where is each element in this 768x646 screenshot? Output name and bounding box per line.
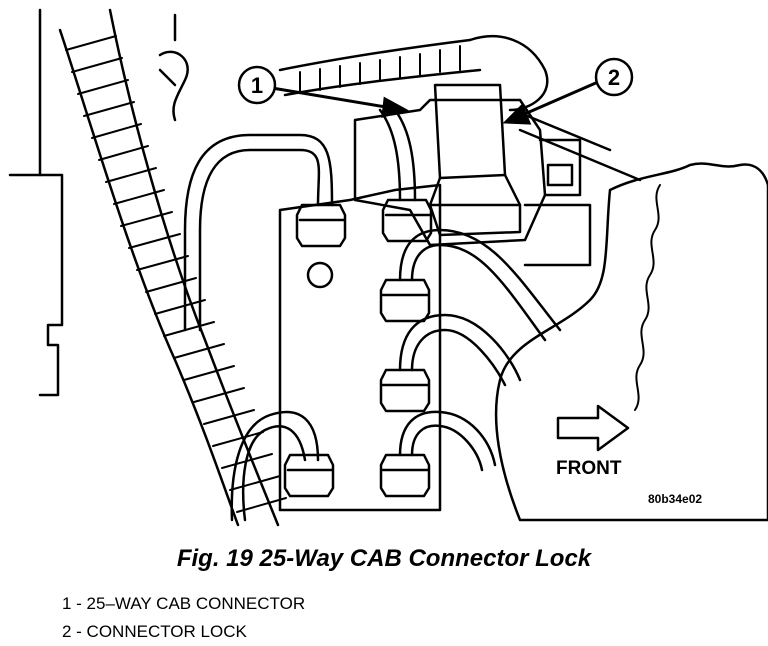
right-casting — [494, 162, 768, 522]
mounting-hole — [306, 261, 334, 289]
hcu-body — [278, 183, 442, 512]
callout-1-leader — [271, 86, 393, 110]
wire-loom — [58, 8, 287, 527]
callout-2-arrowhead — [502, 103, 532, 125]
figure-caption: Fig. 19 25-Way CAB Connector Lock — [176, 545, 592, 572]
callout-legend: 1 - 25–WAY CAB CONNECTOR 2 - CONNECTOR L… — [62, 590, 305, 646]
front-arrow-icon — [556, 404, 630, 452]
callout-1: 1 — [237, 65, 277, 105]
callout-2-leader — [519, 80, 599, 118]
small-cable — [158, 50, 189, 122]
left-frame-edge — [38, 8, 64, 397]
brake-lines — [183, 108, 562, 522]
svg-text:1: 1 — [251, 73, 263, 98]
callout-2: 2 — [594, 57, 634, 97]
reference-code: 80b34e02 — [648, 492, 702, 506]
front-label: FRONT — [556, 458, 622, 479]
callout-1-arrowhead — [381, 96, 409, 119]
svg-text:2: 2 — [608, 65, 620, 90]
legend-item-2: 2 - CONNECTOR LOCK — [62, 622, 247, 641]
legend-item-1: 1 - 25–WAY CAB CONNECTOR — [62, 594, 306, 613]
upper-harness — [278, 35, 549, 112]
connector-lock-illustration: 1 2 FRONT 80b34e02 — [8, 8, 768, 527]
tube-nuts — [283, 198, 433, 498]
